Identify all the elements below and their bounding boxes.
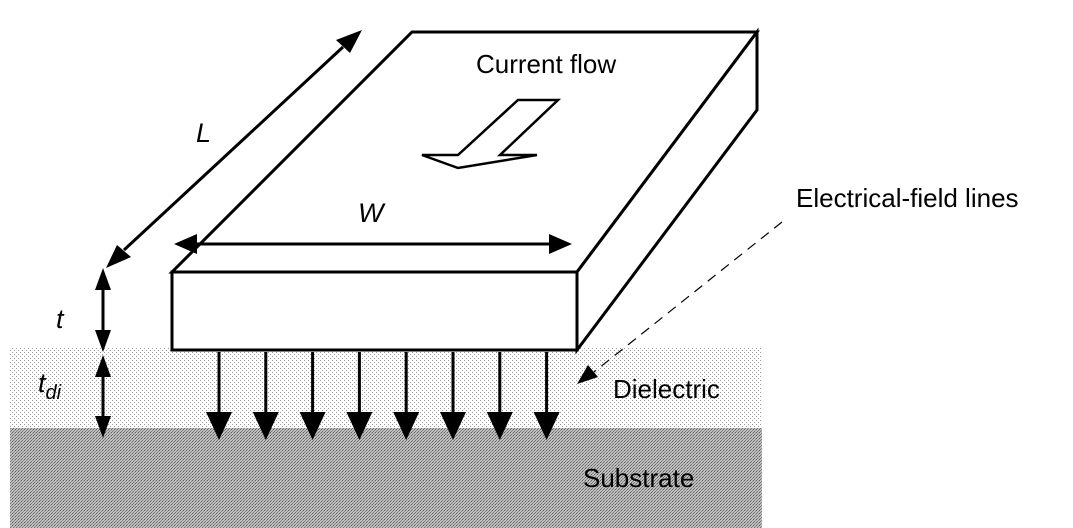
field-lines-label: Electrical-field lines: [796, 183, 1019, 213]
leader-arrowhead-icon: [577, 365, 598, 384]
field-lines-group: [206, 352, 560, 440]
conductor-front-face: [170, 270, 579, 352]
length-arrowhead-top-icon: [336, 30, 362, 53]
length-label: L: [196, 118, 211, 148]
width-arrowhead-right-icon: [549, 234, 572, 254]
substrate-label: Substrate: [583, 463, 694, 493]
field-line-arrowhead-icon: [486, 412, 513, 440]
width-arrowhead-left-icon: [174, 234, 197, 254]
width-dimension: [174, 234, 572, 254]
thickness-arrowhead-bottom-icon: [95, 330, 111, 352]
width-label: W: [358, 198, 386, 228]
dielectric-layer: [10, 348, 762, 428]
field-line-arrowhead-icon: [393, 412, 420, 440]
length-dimension: [106, 30, 362, 268]
current-flow-label: Current flow: [476, 49, 616, 79]
dielectric-arrowhead-top-icon: [95, 355, 111, 377]
thickness-dimension: [95, 268, 111, 352]
dielectric-thickness-subscript: di: [46, 382, 62, 404]
field-line-arrowhead-icon: [299, 412, 326, 440]
thickness-arrowhead-top-icon: [95, 268, 111, 290]
thickness-label: t: [56, 304, 65, 334]
dielectric-arrowhead-bottom-icon: [95, 416, 111, 438]
field-line-arrowhead-icon: [346, 412, 373, 440]
substrate-layer: [10, 428, 762, 528]
field-line-arrowhead-icon: [252, 412, 279, 440]
dielectric-label: Dielectric: [613, 374, 720, 404]
current-flow-arrow-icon: [421, 98, 562, 170]
field-line-arrowhead-icon: [206, 412, 232, 440]
conductor-block: [168, 27, 760, 355]
length-arrowhead-bottom-icon: [106, 245, 131, 268]
dielectric-thickness-base: t: [38, 368, 47, 398]
field-line-arrowhead-icon: [533, 412, 560, 440]
dielectric-thickness-dimension: [95, 355, 111, 438]
field-lines-leader: [593, 221, 783, 373]
dielectric-thickness-label: tdi: [38, 368, 62, 404]
field-line-arrowhead-icon: [440, 412, 466, 440]
